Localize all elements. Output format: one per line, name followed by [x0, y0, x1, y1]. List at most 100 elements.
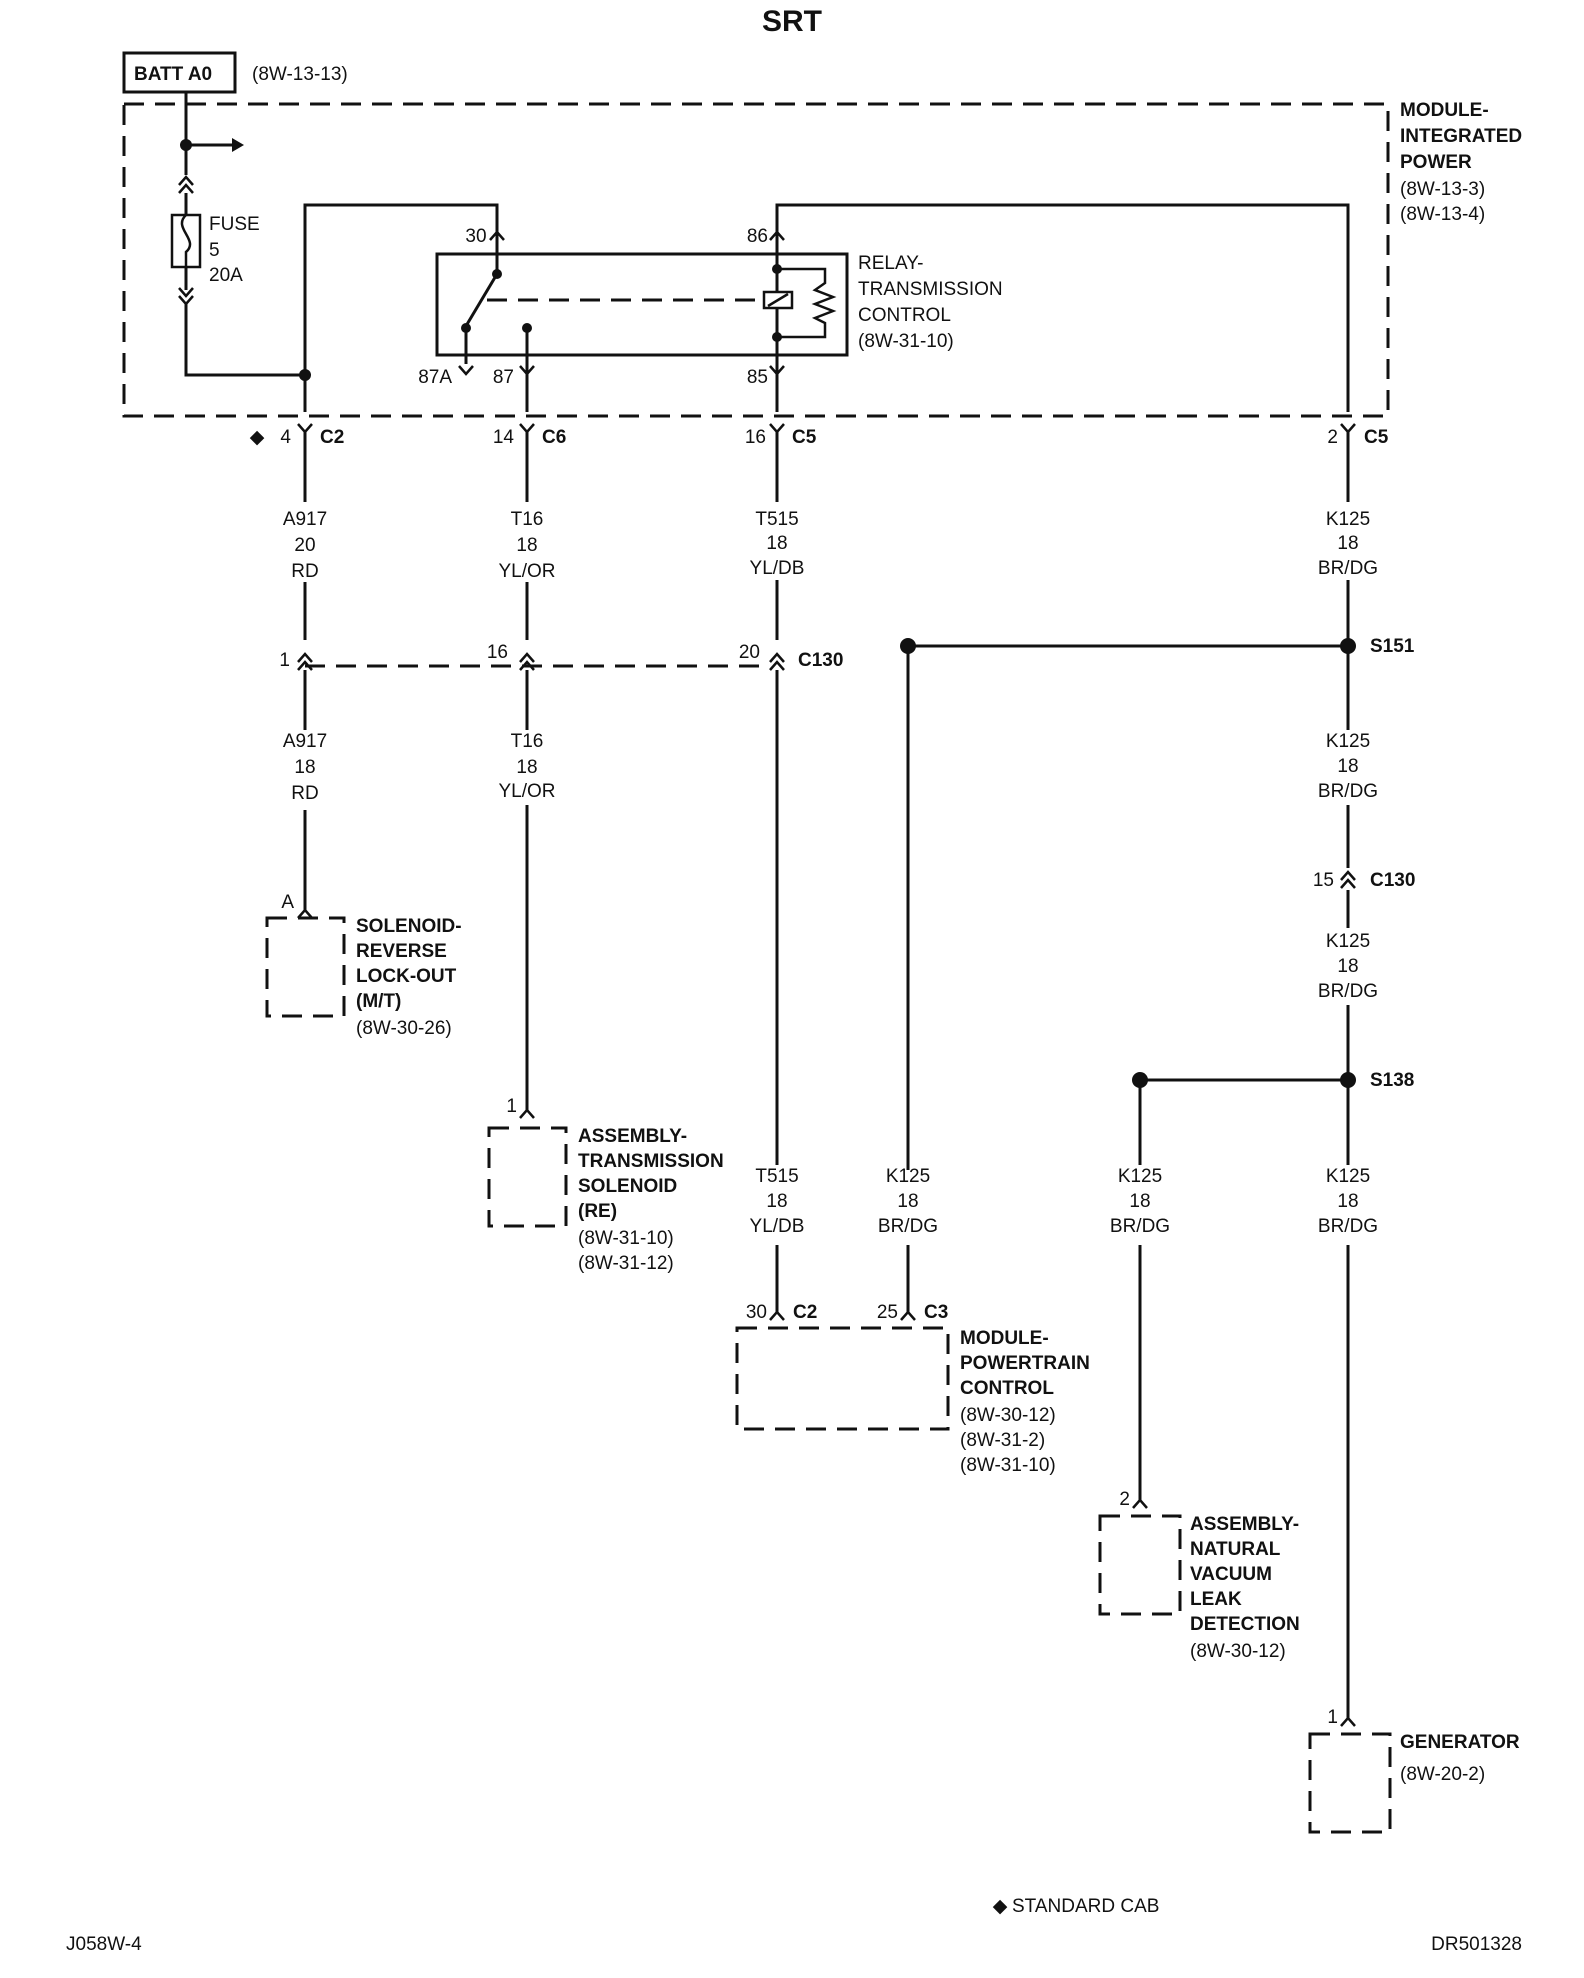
rlo-label-4: (M/T) [356, 991, 401, 1012]
wire-k125-gauge: 18 [1337, 533, 1358, 554]
pcm-c3-conn: C3 [924, 1302, 948, 1323]
c130-connector: 1 16 20 C130 [279, 642, 843, 671]
rlo-label-3: LOCK-OUT [356, 966, 457, 987]
fuse-circuit: FUSE 5 20A [170, 92, 305, 377]
relay-box [435, 252, 849, 357]
footer-legend: STANDARD CAB [1012, 1896, 1159, 1917]
batt-a0-box [122, 51, 237, 94]
ipm-ref-2: (8W-13-4) [1400, 204, 1485, 225]
wire-t16-lower-circuit: T16 [511, 731, 544, 752]
fuse-number: 5 [209, 240, 220, 261]
rlo-box [265, 916, 346, 1018]
pcm-c2-pin: 30 [746, 1302, 767, 1323]
c130-pin1: 1 [279, 650, 290, 671]
pcm-c2-conn: C2 [793, 1302, 817, 1323]
footer: ◆ STANDARD CAB J058W-4 DR501328 [66, 1896, 1522, 1955]
footer-left-code: J058W-4 [66, 1934, 142, 1955]
splice-s151: S151 [900, 636, 1415, 1170]
pcm-c3-pin: 25 [877, 1302, 898, 1323]
relay-30-feed-wire [303, 203, 499, 412]
standard-cab-marker-icon: ◆ [250, 427, 265, 448]
wire-t16-lower-gauge: 18 [516, 757, 537, 778]
trans-sol-ref-2: (8W-31-12) [578, 1253, 674, 1274]
ipm-ref-1: (8W-13-3) [1400, 179, 1485, 200]
trans-sol-label-4: (RE) [578, 1201, 617, 1222]
wire-t16-gauge: 18 [516, 535, 537, 556]
nvld-label-4: LEAK [1190, 1589, 1242, 1610]
generator-box [1308, 1732, 1392, 1834]
generator-label: GENERATOR [1400, 1732, 1520, 1753]
solenoid-reverse-lockout: A SOLENOID- REVERSE LOCK-OUT (M/T) (8W-3… [265, 880, 462, 1039]
ipm-c5b-conn: C5 [1364, 427, 1389, 448]
wire-k125-gen-circuit: K125 [1326, 1166, 1370, 1187]
generator: 1 GENERATOR (8W-20-2) [1308, 1707, 1520, 1834]
wire-k125-circuit: K125 [1326, 509, 1370, 530]
c130-name: C130 [798, 650, 843, 671]
nvld-box [1098, 1514, 1182, 1616]
wire-a917-lower-circuit: A917 [283, 731, 327, 752]
ipm-label-3: POWER [1400, 152, 1472, 173]
trans-sol-label-1: ASSEMBLY- [578, 1126, 687, 1147]
relay-86-feed-wire [775, 203, 1350, 412]
relay-ref: (8W-31-10) [858, 331, 954, 352]
fuse-rating: 20A [209, 265, 243, 286]
nvld-terminal-icon [1132, 1498, 1148, 1509]
lower-left-wires: A917 18 RD T16 18 YL/OR T515 18 YL/DB K1… [283, 670, 938, 1312]
batt-branch-arrow-icon [232, 138, 244, 152]
wire-k125-a-gauge: 18 [1337, 756, 1358, 777]
ipm-label-1: MODULE- [1400, 100, 1489, 121]
pcm-label-3: CONTROL [960, 1378, 1054, 1399]
wire-a917-circuit: A917 [283, 509, 327, 530]
footer-right-code: DR501328 [1431, 1934, 1522, 1955]
generator-terminal-icon [1340, 1716, 1356, 1727]
ipm-c6-pin: 14 [493, 427, 515, 448]
rlo-pin: A [281, 892, 294, 913]
upper-wires: A917 20 RD T16 18 YL/OR T515 18 YL/DB K1… [283, 432, 1378, 646]
c130-pin15-terminal-icon [1340, 870, 1356, 889]
wire-t515-lower-circuit: T515 [755, 1166, 798, 1187]
relay-pin-30-label: 30 [465, 226, 486, 247]
nvld-label-1: ASSEMBLY- [1190, 1514, 1299, 1535]
wire-a917-color: RD [291, 561, 318, 582]
relay-label-3: CONTROL [858, 305, 951, 326]
rlo-label-2: REVERSE [356, 941, 447, 962]
ipm-c2-conn: C2 [320, 427, 344, 448]
pcm-label-2: POWERTRAIN [960, 1353, 1090, 1374]
ipm-c2-pin: 4 [280, 427, 291, 448]
assembly-transmission-solenoid: 1 ASSEMBLY- TRANSMISSION SOLENOID (RE) (… [487, 1096, 724, 1274]
wire-k125-b-circuit: K125 [1326, 931, 1370, 952]
wire-k125-nvld-gauge: 18 [1129, 1191, 1150, 1212]
generator-ref: (8W-20-2) [1400, 1764, 1485, 1785]
relay-pin-85-terminal-icon [769, 365, 785, 376]
wire-t515-lower-gauge: 18 [766, 1191, 787, 1212]
nvld-ref: (8W-30-12) [1190, 1641, 1286, 1662]
rlo-label-1: SOLENOID- [356, 916, 462, 937]
pcm-ref-1: (8W-30-12) [960, 1405, 1056, 1426]
wire-a917-lower-color: RD [291, 783, 318, 804]
wire-t16-lower-color: YL/OR [498, 781, 555, 802]
ipm-module: MODULE- INTEGRATED POWER (8W-13-3) (8W-1… [122, 100, 1522, 418]
wire-k125-nvld-color: BR/DG [1110, 1216, 1170, 1237]
wire-k125-b-color: BR/DG [1318, 981, 1378, 1002]
ipm-connectors: ◆ 4 C2 14 C6 16 C5 2 C5 [250, 423, 1389, 448]
ipm-c5b-terminal-icon [1340, 423, 1356, 434]
pcm-box [735, 1326, 950, 1431]
ipm-c5a-pin: 16 [745, 427, 766, 448]
ipm-c5a-conn: C5 [792, 427, 817, 448]
relay-87a-terminal-icon [458, 365, 474, 376]
ipm-c5b-pin: 2 [1327, 427, 1338, 448]
s138-label: S138 [1370, 1070, 1414, 1091]
wire-k125-gen-color: BR/DG [1318, 1216, 1378, 1237]
pcm-ref-2: (8W-31-2) [960, 1430, 1045, 1451]
fuse-label: FUSE [209, 214, 260, 235]
ipm-c5a-terminal-icon [769, 423, 785, 434]
wire-a917-gauge: 20 [294, 535, 315, 556]
trans-sol-label-2: TRANSMISSION [578, 1151, 724, 1172]
wire-a917-lower-gauge: 18 [294, 757, 315, 778]
footer-legend-symbol: ◆ [993, 1896, 1008, 1917]
ipm-c2-terminal-icon [297, 423, 313, 434]
wire-k125-gen-gauge: 18 [1337, 1191, 1358, 1212]
wire-t16-circuit: T16 [511, 509, 544, 530]
fuse-element-icon [180, 214, 192, 267]
